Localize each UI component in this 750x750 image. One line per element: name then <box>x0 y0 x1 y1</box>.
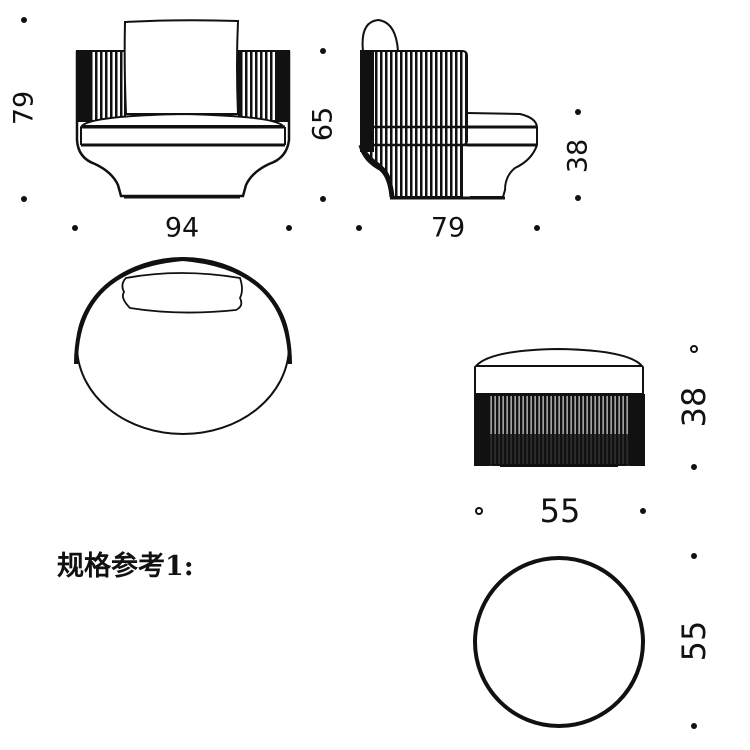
ottoman-side-view <box>473 347 645 467</box>
dim-dot <box>690 345 698 353</box>
dim-dot <box>575 109 581 115</box>
armchair-height-label: 79 <box>8 90 40 126</box>
ottoman-diameter-label: 55 <box>675 620 713 662</box>
dim-dot <box>21 196 27 202</box>
dim-dot <box>691 553 697 559</box>
dim-dot <box>320 196 326 202</box>
dim-dot <box>575 195 581 201</box>
armchair-top-view <box>74 256 292 435</box>
ottoman-top-view <box>473 556 645 728</box>
dim-dot <box>534 225 540 231</box>
dim-dot <box>356 225 362 231</box>
ottoman-width-label: 55 <box>539 492 581 530</box>
armchair-seat-height-label: 38 <box>562 138 594 174</box>
dim-dot <box>475 507 483 515</box>
dim-dot <box>72 225 78 231</box>
armchair-depth-label: 79 <box>430 212 466 244</box>
armchair-back-height-label: 65 <box>307 106 339 142</box>
dim-dot <box>21 17 27 23</box>
armchair-width-label: 94 <box>164 212 200 244</box>
dim-dot <box>286 225 292 231</box>
dim-dot <box>320 48 326 54</box>
dim-dot <box>691 723 697 729</box>
ottoman-height-label: 38 <box>675 386 713 428</box>
armchair-side-view <box>358 18 538 200</box>
armchair-front-view <box>75 19 291 199</box>
spec-caption: 规格参考1: <box>57 551 194 582</box>
dim-dot <box>691 464 697 470</box>
dim-dot <box>640 508 646 514</box>
